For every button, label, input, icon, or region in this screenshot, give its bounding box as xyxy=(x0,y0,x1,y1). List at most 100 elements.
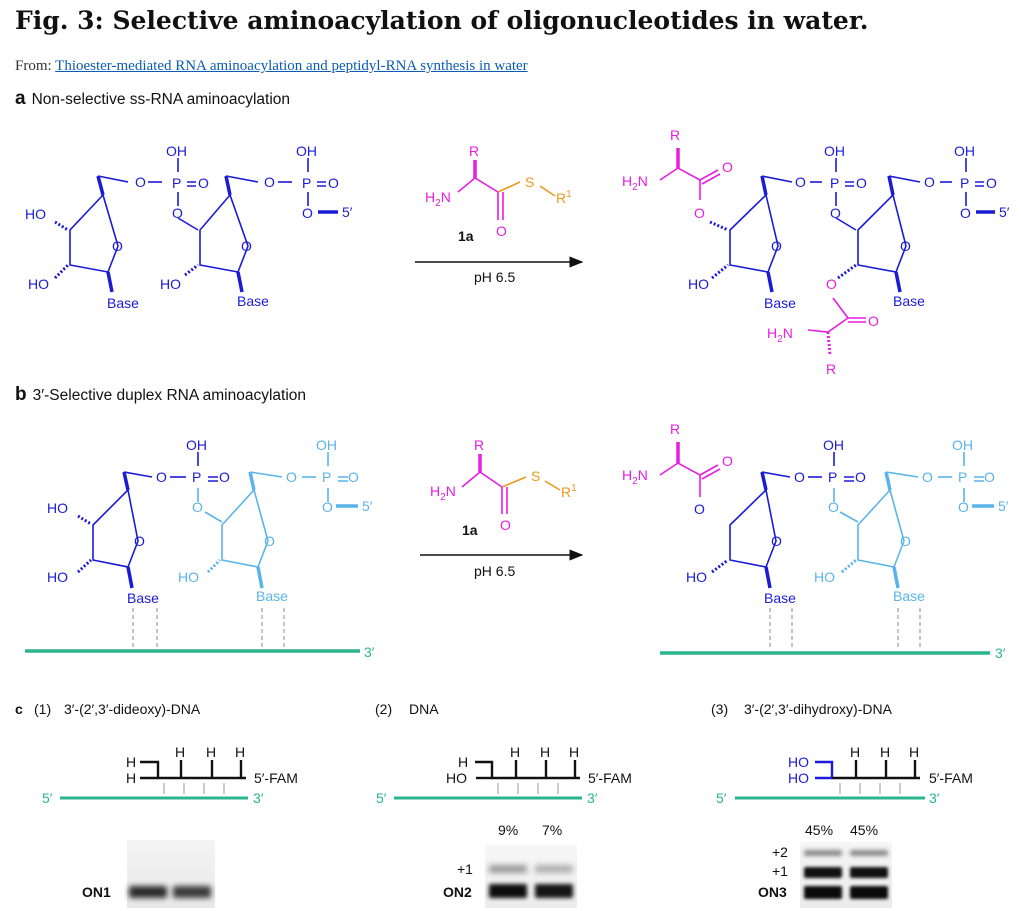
atom-o: O xyxy=(219,469,230,485)
substituent-r1: R1 xyxy=(556,189,572,206)
atom-o: O xyxy=(900,533,911,549)
five-prime-label: 5′ xyxy=(998,498,1009,514)
panel-a-reagent-1a: R H2N O S R1 1a pH 6.5 xyxy=(415,143,584,285)
ester-o: O xyxy=(694,501,705,517)
atom-oh: OH xyxy=(296,143,317,159)
gel-band-main xyxy=(173,886,211,898)
fam-label: 5′-FAM xyxy=(929,770,973,786)
atom-o: O xyxy=(771,238,782,254)
panel-c-item-3: (3) 3′-(2′,3′-dihydroxy)-DNA HO HO H H H… xyxy=(711,701,973,900)
panel-a-product-labels: R H2N O O OH O P O O O HO Base OH O P O … xyxy=(622,127,1010,377)
base-label: Base xyxy=(237,293,269,309)
item-label: 3′-(2′,3′-dideoxy)-DNA xyxy=(64,701,201,717)
r1-superscript: 1 xyxy=(566,189,572,200)
atom-o: O xyxy=(960,205,971,221)
gel-band-main xyxy=(489,884,527,898)
strand-backbone xyxy=(140,760,246,780)
amine-group: H2N xyxy=(425,189,451,209)
atom-o: O xyxy=(855,469,866,485)
atom-o: O xyxy=(922,469,933,485)
amine-h: H xyxy=(425,189,435,205)
gel-image-3 xyxy=(800,842,892,908)
atom-ho: HO xyxy=(25,206,46,222)
carbonyl-o: O xyxy=(868,313,879,329)
gel-band-plus2 xyxy=(850,850,888,856)
gel-image-1 xyxy=(127,840,215,908)
panel-a-product-rna xyxy=(709,158,995,293)
end-group-top: H xyxy=(458,754,468,770)
panel-a-letter: a xyxy=(15,88,26,109)
amine-subscript: 2 xyxy=(632,182,638,193)
gel-band-plus2 xyxy=(804,850,842,856)
reaction-condition: pH 6.5 xyxy=(474,269,515,285)
atom-oh: OH xyxy=(186,437,207,453)
reagent-number: 1a xyxy=(458,228,474,244)
item-label: DNA xyxy=(409,701,439,717)
end-group-top: HO xyxy=(788,754,809,770)
atom-o: O xyxy=(795,174,806,190)
strand-5-label: 5′ xyxy=(376,790,387,806)
amine-n: N xyxy=(446,483,456,499)
atom-o: O xyxy=(286,469,297,485)
end-group-bottom: HO xyxy=(788,770,809,786)
base-label: Base xyxy=(764,590,796,606)
h-label: H xyxy=(880,744,890,760)
panel-b-reactant-labels: OH O P O O O HO HO Base OH O P O O O HO … xyxy=(47,437,373,606)
end-group-bottom: H xyxy=(126,770,136,786)
base-label: Base xyxy=(893,293,925,309)
band-label: +1 xyxy=(457,861,473,877)
amine-subscript: 2 xyxy=(632,476,638,487)
base-label: Base xyxy=(764,295,796,311)
end-group-top: H xyxy=(126,754,136,770)
atom-p: P xyxy=(830,175,839,191)
atom-o: O xyxy=(134,533,145,549)
amine-n: N xyxy=(638,173,648,189)
amine-n: N xyxy=(441,189,451,205)
yield-percent: 7% xyxy=(542,822,562,838)
strand-5-label: 5′ xyxy=(42,790,53,806)
base-label: Base xyxy=(127,590,159,606)
atom-ho: HO xyxy=(686,569,707,585)
atom-o: O xyxy=(198,175,209,191)
source-article-link[interactable]: Thioester-mediated RNA aminoacylation an… xyxy=(55,58,528,74)
panel-b-title: 3′-Selective duplex RNA aminoacylation xyxy=(32,387,307,404)
amine-n: N xyxy=(638,467,648,483)
base-label: Base xyxy=(107,295,139,311)
ester-o: O xyxy=(826,276,837,292)
substituent-r: R xyxy=(670,421,680,437)
strand-3-label: 3′ xyxy=(587,790,598,806)
atom-o: O xyxy=(900,238,911,254)
atom-ho: HO xyxy=(28,276,49,292)
panel-b-reactant-duplex: 3′ xyxy=(25,608,375,660)
amine-subscript: 2 xyxy=(777,334,783,345)
h-label: H xyxy=(569,744,579,760)
figure-source: From: Thioester-mediated RNA aminoacylat… xyxy=(15,58,528,75)
atom-p: P xyxy=(958,469,967,485)
panel-b-reagent-1a: R H2N O S R1 1a pH 6.5 xyxy=(420,437,584,579)
atom-o: O xyxy=(172,205,183,221)
atom-o: O xyxy=(264,174,275,190)
amine-group: H2N xyxy=(622,173,648,193)
gel-band-plus1 xyxy=(535,865,573,873)
sulfur-atom: S xyxy=(531,468,540,484)
h-label: H xyxy=(175,744,185,760)
atom-o: O xyxy=(135,174,146,190)
panel-b-letter: b xyxy=(15,384,27,405)
atom-oh: OH xyxy=(166,143,187,159)
base-label: Base xyxy=(893,588,925,604)
panel-b-product-labels: R H2N O O OH O P O O O HO Base OH O P O … xyxy=(622,421,1009,606)
amine-group: H2N xyxy=(622,467,648,487)
amine-h: H xyxy=(622,467,632,483)
amine-subscript: 2 xyxy=(435,198,441,209)
panel-a-reactant-rna xyxy=(53,158,338,293)
atom-p: P xyxy=(302,175,311,191)
h-label: H xyxy=(235,744,245,760)
substituent-r: R xyxy=(826,361,836,377)
fam-label: 5′-FAM xyxy=(254,770,298,786)
atom-o: O xyxy=(856,175,867,191)
atom-p: P xyxy=(192,469,201,485)
panel-a-reactant-labels: OH O P O O O HO HO Base OH O P O O O HO … xyxy=(25,143,353,311)
atom-o: O xyxy=(241,238,252,254)
